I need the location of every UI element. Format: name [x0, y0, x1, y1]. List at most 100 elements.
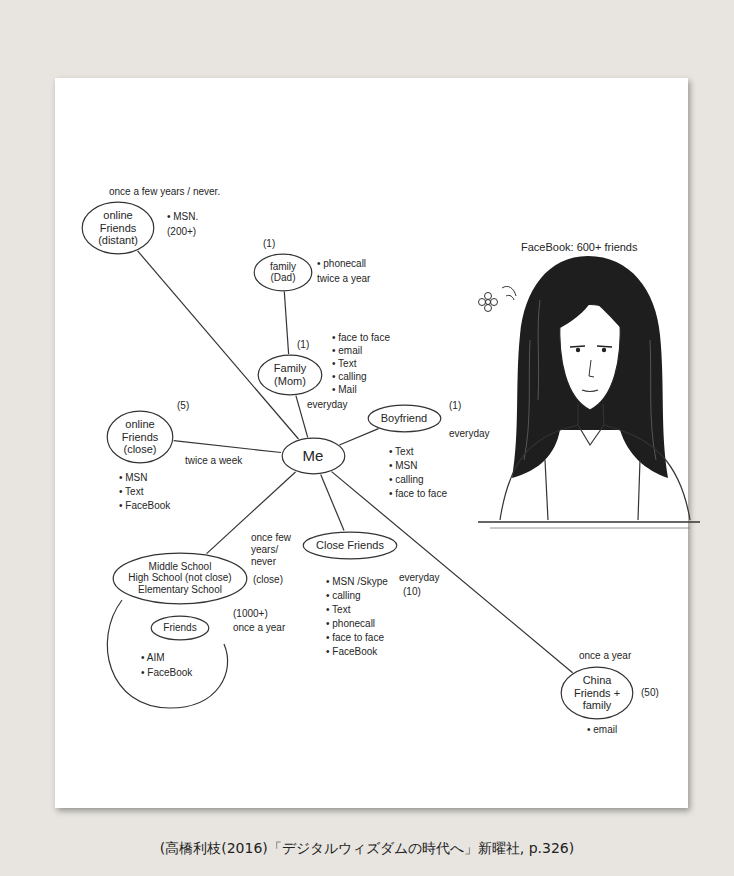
annotation: (200+): [166, 226, 197, 238]
annotation: (close): [252, 574, 284, 586]
annotation: • Text: [388, 446, 414, 458]
annotation: once a year: [578, 650, 632, 662]
annotation: twice a week: [184, 455, 243, 467]
mind-map-ellipse: Friends: [150, 615, 210, 641]
annotation: (50): [640, 687, 660, 699]
node-text-group: Family (Mom): [269, 362, 311, 387]
annotation: • calling: [331, 371, 368, 383]
body: [500, 425, 690, 520]
annotation: • FaceBook: [118, 500, 171, 512]
connector-line: [174, 441, 281, 453]
ellipse-line: [368, 405, 441, 432]
annotation: • Text: [325, 604, 351, 616]
neck: [578, 404, 604, 425]
node-text-group: online Friends (distant): [93, 209, 143, 247]
node-label: family (Dad): [265, 261, 301, 284]
bangs: [556, 288, 624, 332]
annotation: • calling: [388, 474, 425, 486]
annotation: • phonecall: [325, 618, 376, 630]
node-label: Family (Mom): [269, 362, 311, 387]
node-label: online Friends (distant): [93, 209, 143, 247]
eyes: [570, 346, 612, 347]
connector-line: [339, 429, 378, 445]
node-text-group: Middle SchoolHigh School (not close)Elem…: [128, 561, 231, 596]
connector-line: [321, 475, 344, 531]
node-label: High School (not close): [128, 572, 231, 584]
pupil: [576, 348, 580, 352]
annotation: • email: [331, 345, 363, 357]
ellipse-line: [303, 532, 397, 559]
annotation: (1): [448, 400, 462, 412]
flower-petal: [485, 293, 492, 300]
annotation: everyday: [448, 428, 491, 440]
mind-map-ellipse: Middle SchoolHigh School (not close)Elem…: [112, 552, 248, 605]
annotation: • Text: [118, 486, 144, 498]
node-label: Friends: [163, 622, 196, 634]
node-text-group: online Friends (close): [118, 418, 162, 456]
mind-map-ellipse: Family (Mom): [257, 354, 323, 396]
mind-map-ellipse: Close Friends: [302, 531, 398, 560]
ellipse-line: [82, 202, 154, 254]
annotation: • face to face: [325, 632, 385, 644]
node-label: Elementary School: [128, 584, 231, 596]
pupil: [602, 348, 606, 352]
doodle-marks: [502, 286, 516, 300]
table-edge: [490, 528, 690, 529]
mouth: [582, 390, 598, 392]
node-text-group: Boyfriend: [381, 412, 427, 425]
annotation: • MSN.: [166, 211, 199, 223]
flower-petal: [479, 299, 486, 306]
annotation: (1000+): [232, 608, 269, 620]
mind-map-ellipse: China Friends + family: [560, 666, 634, 720]
annotation: everyday: [306, 399, 349, 411]
annotation: • FaceBook: [325, 646, 378, 658]
annotation: (1): [296, 339, 310, 351]
annotation: • Text: [331, 358, 357, 370]
flower-petal: [491, 299, 498, 306]
table-edge: [478, 521, 700, 522]
annotation: twice a year: [316, 273, 371, 285]
ellipse-line: [151, 616, 209, 640]
node-text-group: family (Dad): [265, 261, 301, 284]
mind-map-ellipse: family (Dad): [253, 253, 313, 292]
annotation: (1): [262, 238, 276, 250]
annotation: everyday: [398, 572, 441, 584]
node-text-group: Close Friends: [316, 539, 384, 552]
flower-center: [486, 300, 491, 305]
annotation: • MSN: [388, 460, 419, 472]
flower-doodle: [479, 286, 517, 311]
annotation: (5): [176, 400, 190, 412]
source-caption: (高橋利枝(2016)「デジタルウィズダムの時代へ」新曜社, p.326): [0, 840, 734, 858]
annotation: FaceBook: 600+ friends: [520, 240, 639, 254]
node-label: Close Friends: [316, 539, 384, 552]
mind-map-ellipse: online Friends (close): [106, 410, 174, 464]
node-label: China Friends + family: [572, 674, 622, 712]
annotation: • Mail: [331, 384, 358, 396]
annotation: (10): [402, 586, 422, 598]
node-text-group: Me: [303, 447, 324, 464]
ellipse-line: [282, 438, 345, 474]
annotation: once a year: [232, 622, 286, 634]
node-label: Me: [303, 447, 324, 464]
annotation: • email: [586, 724, 618, 736]
annotation: • MSN /Skype: [325, 576, 389, 588]
group-circle: [107, 600, 227, 708]
ellipse-line: [561, 667, 633, 719]
annotation: • phonecall: [316, 258, 367, 270]
annotation: • calling: [325, 590, 362, 602]
annotation: • FaceBook: [140, 667, 193, 679]
mind-map-ellipse: Me: [281, 437, 346, 475]
ellipse-line: [254, 254, 312, 291]
node-label: online Friends (close): [118, 418, 162, 456]
node-label: Middle School: [128, 561, 231, 573]
annotation: once a few years / never.: [108, 186, 221, 198]
ellipse-line: [113, 553, 247, 604]
annotation: • MSN: [118, 472, 149, 484]
node-text-group: Friends: [163, 622, 196, 634]
ellipse-line: [258, 355, 322, 395]
annotation: • face to face: [388, 488, 448, 500]
annotation: • face to face: [331, 332, 391, 344]
nose: [589, 360, 594, 377]
node-text-group: China Friends + family: [572, 674, 622, 712]
